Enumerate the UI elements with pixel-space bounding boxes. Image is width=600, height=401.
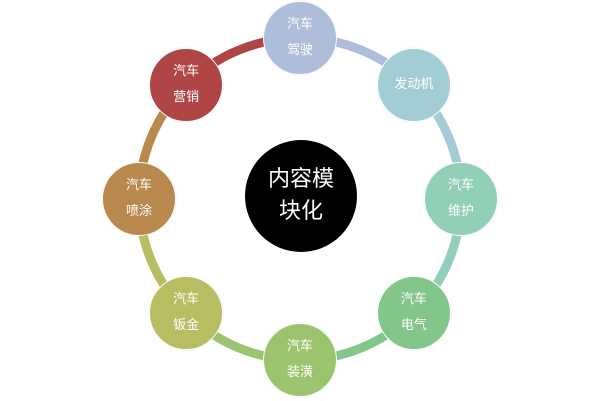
module-node: 汽车电气	[376, 275, 451, 350]
module-label: 汽车	[286, 17, 313, 32]
module-label: 发动机	[394, 77, 434, 93]
module-node: 汽车钣金	[149, 275, 224, 350]
module-label: 汽车	[173, 291, 200, 307]
module-label: 钣金	[173, 317, 200, 333]
center-label-line2: 块化	[278, 199, 323, 224]
module-label: 驾驶	[286, 43, 313, 58]
module-node: 汽车驾驶	[263, 1, 337, 75]
module-node: 汽车装潢	[263, 323, 337, 397]
center-label-line1: 内容模	[267, 167, 334, 192]
module-label: 汽车	[286, 339, 313, 354]
module-label: 电气	[400, 317, 427, 333]
module-label: 营销	[173, 90, 200, 106]
module-label: 装潢	[286, 365, 313, 380]
module-label: 汽车	[400, 291, 427, 307]
module-node: 发动机	[376, 48, 451, 123]
module-label: 汽车	[447, 178, 474, 193]
module-node: 汽车营销	[149, 48, 224, 123]
module-label: 维护	[447, 204, 474, 219]
module-node: 汽车维护	[424, 162, 498, 236]
module-label: 汽车	[125, 178, 152, 193]
module-label: 汽车	[173, 64, 200, 80]
module-node: 汽车喷涂	[102, 162, 176, 236]
center-node: 内容模 块化	[245, 140, 357, 252]
module-label: 喷涂	[125, 204, 152, 219]
